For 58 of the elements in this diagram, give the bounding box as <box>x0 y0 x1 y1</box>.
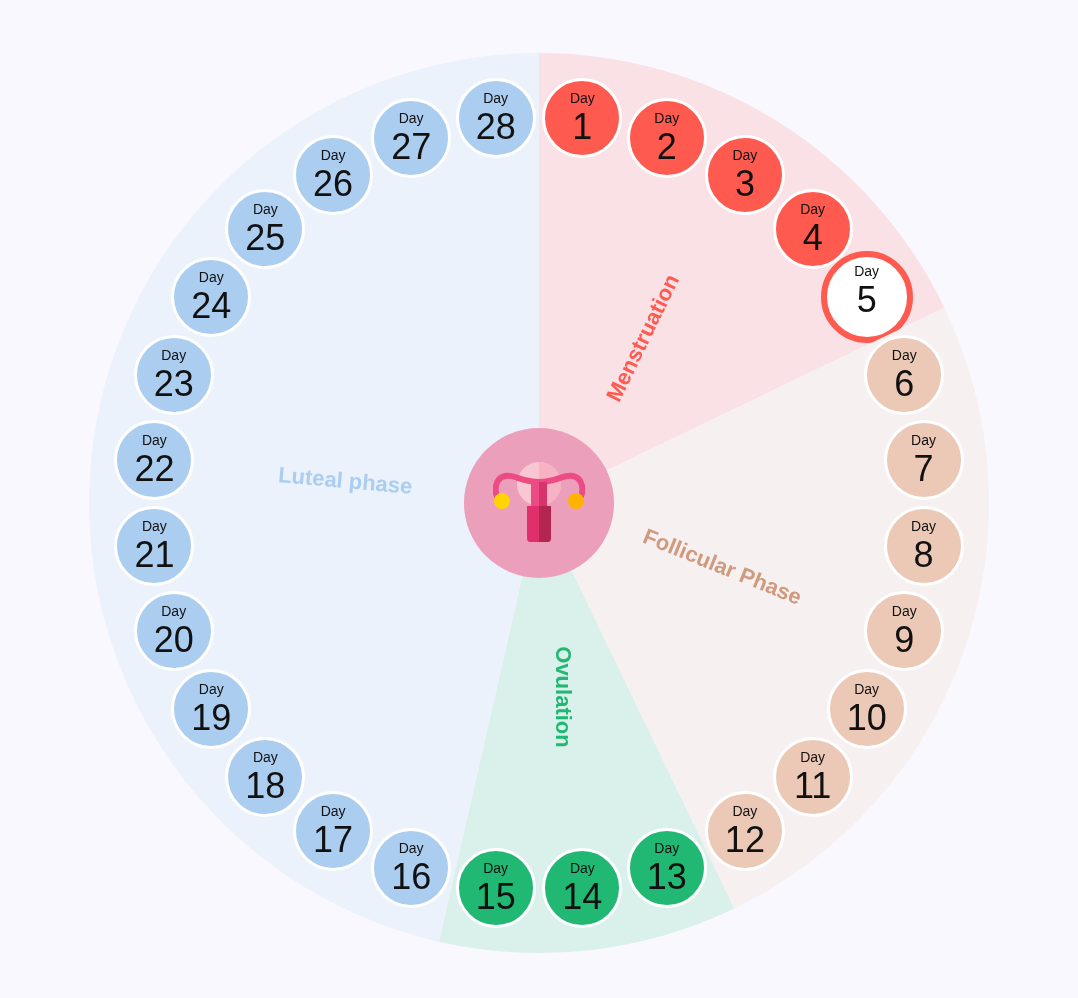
day-label: Day <box>910 518 937 535</box>
day-label: Day <box>160 602 188 619</box>
day-number: 1 <box>571 107 594 148</box>
day-label: Day <box>140 431 168 448</box>
day-number: 21 <box>133 535 176 576</box>
day-number: 10 <box>845 697 888 738</box>
day-number: 12 <box>723 819 766 860</box>
day-number: 13 <box>645 857 688 898</box>
day-number: 5 <box>855 280 878 321</box>
day-number: 23 <box>152 364 195 405</box>
day-label: Day <box>397 109 425 126</box>
day-number: 6 <box>893 364 916 405</box>
day-number: 17 <box>312 819 355 860</box>
day-label: Day <box>799 748 827 765</box>
phase-label: Ovulation <box>549 646 576 748</box>
day-label: Day <box>731 147 759 164</box>
day-label: Day <box>653 840 681 857</box>
day-label: Day <box>397 840 425 857</box>
day-label: Day <box>140 518 168 535</box>
day-label: Day <box>731 802 759 819</box>
day-number: 7 <box>913 448 934 489</box>
day-number: 27 <box>390 126 433 167</box>
day-label: Day <box>251 748 279 765</box>
day-number: 20 <box>152 619 195 660</box>
day-label: Day <box>319 802 347 819</box>
day-label: Day <box>482 859 510 876</box>
day-label: Day <box>160 347 188 364</box>
day-number: 3 <box>733 164 756 205</box>
day-number: 9 <box>894 619 915 660</box>
day-label: Day <box>251 201 279 218</box>
day-number: 8 <box>912 535 935 576</box>
day-label: Day <box>853 263 881 280</box>
day-number: 26 <box>312 164 355 205</box>
day-label: Day <box>319 147 347 164</box>
day-number: 24 <box>190 286 233 327</box>
day-number: 28 <box>474 107 517 148</box>
day-label: Day <box>890 347 918 364</box>
day-label: Day <box>197 680 225 697</box>
day-number: 25 <box>244 218 287 259</box>
day-number: 19 <box>190 697 233 738</box>
day-number: 18 <box>244 765 287 806</box>
day-number: 16 <box>390 857 433 898</box>
day-label: Day <box>653 109 681 126</box>
day-number: 11 <box>792 765 833 806</box>
phase-label: Luteal phase <box>277 462 414 500</box>
day-number: 14 <box>561 876 604 917</box>
day-label: Day <box>568 90 596 107</box>
day-number: 4 <box>801 218 824 259</box>
day-label: Day <box>799 201 827 218</box>
day-label: Day <box>890 602 918 619</box>
day-label: Day <box>853 680 881 697</box>
day-label: Day <box>568 859 596 876</box>
day-label: Day <box>197 269 225 286</box>
day-number: 2 <box>656 126 677 167</box>
day-label: Day <box>482 90 510 107</box>
day-label: Day <box>910 431 937 448</box>
day-number: 15 <box>474 876 517 917</box>
day-number: 22 <box>133 448 176 489</box>
